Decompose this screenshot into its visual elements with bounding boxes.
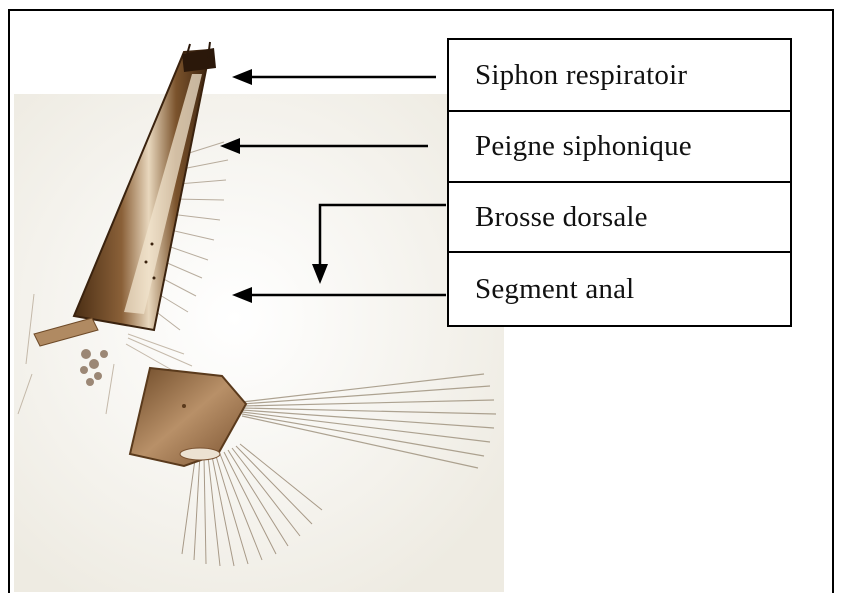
label-segment-anal: Segment anal — [449, 253, 790, 325]
larva-photo — [14, 34, 504, 592]
label-siphon-respiratoir: Siphon respiratoir — [449, 40, 790, 112]
label-brosse-dorsale: Brosse dorsale — [449, 183, 790, 253]
photo-background — [14, 94, 504, 592]
label-peigne-siphonique: Peigne siphonique — [449, 112, 790, 183]
label-table: Siphon respiratoir Peigne siphonique Bro… — [447, 38, 792, 327]
